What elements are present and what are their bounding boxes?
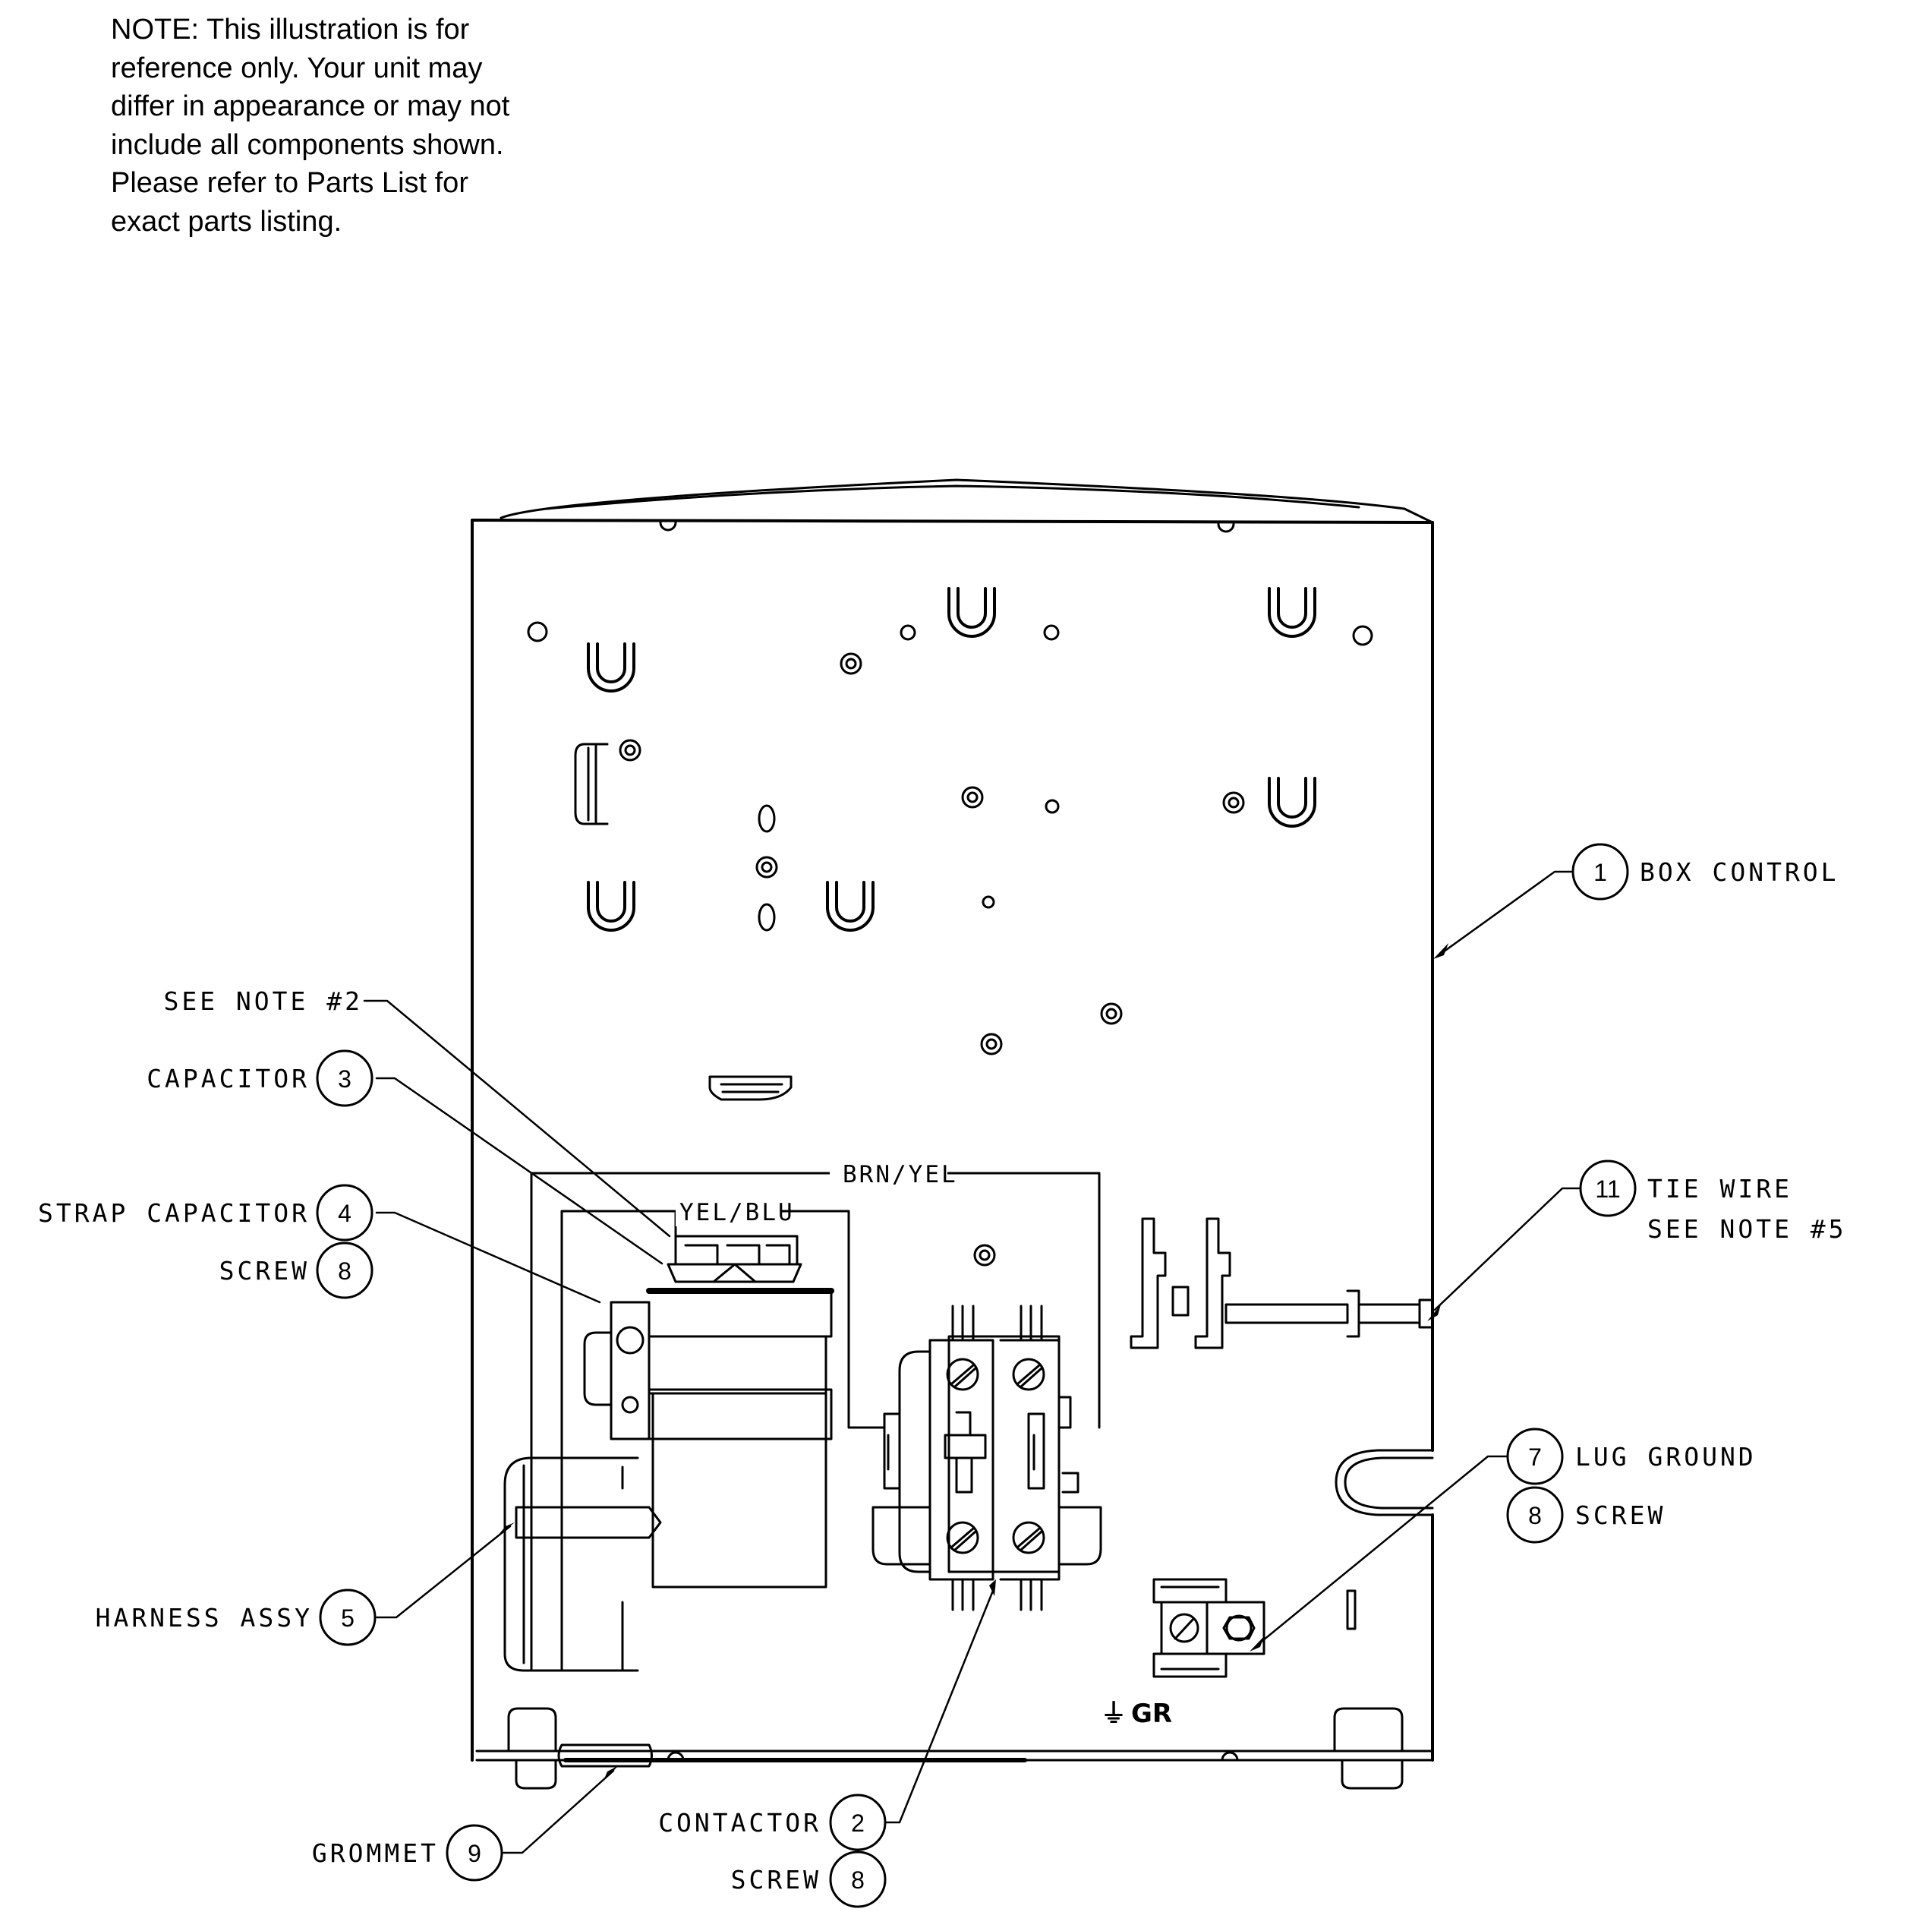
callout-number-capacitor: 3 bbox=[338, 1065, 351, 1093]
callout-label-box-control: BOX CONTROL bbox=[1640, 857, 1839, 887]
note-line: Please refer to Parts List for bbox=[111, 167, 468, 199]
control-box-outline bbox=[471, 478, 1434, 1762]
callout-number-harness-assy: 5 bbox=[341, 1604, 355, 1632]
harness-clip bbox=[503, 1456, 662, 1672]
mount-hole-icon bbox=[527, 621, 1373, 1267]
grommet bbox=[557, 1743, 653, 1768]
wire-yel-blu bbox=[560, 1210, 886, 1672]
note-line: NOTE: This illustration is for bbox=[111, 14, 470, 46]
callout-label-screw-lug: SCREW bbox=[1575, 1500, 1666, 1530]
callout-label-lug-ground: LUG GROUND bbox=[1575, 1442, 1757, 1472]
capacitor bbox=[583, 1235, 834, 1589]
side-notch bbox=[1335, 1449, 1434, 1516]
callout-number-screw-lug: 8 bbox=[1528, 1502, 1542, 1529]
wire-label-brn-yel: BRN/YEL bbox=[843, 1161, 958, 1188]
callout-label-screw-capacitor: SCREW bbox=[219, 1256, 310, 1286]
ground-symbol-icon: ⏚ bbox=[1101, 1699, 1127, 1729]
callout-number-strap-capacitor: 4 bbox=[338, 1200, 351, 1227]
terminal-screw-icon bbox=[946, 1358, 1045, 1554]
callout-number-box-control: 1 bbox=[1593, 859, 1607, 886]
callout-number-grommet: 9 bbox=[468, 1840, 481, 1867]
callout-label-screw-contactor: SCREW bbox=[731, 1865, 821, 1895]
wire-label-yel-blu: YEL/BLU bbox=[679, 1199, 795, 1226]
note-line: include all components shown. bbox=[111, 128, 504, 161]
tie-wire bbox=[1224, 1289, 1434, 1338]
u-slot-icon bbox=[587, 587, 1316, 932]
note-line: differ in appearance or may not bbox=[111, 90, 510, 122]
contactor bbox=[871, 1305, 1102, 1611]
ground-label: GR bbox=[1131, 1699, 1172, 1729]
callout-number-lug-ground: 7 bbox=[1528, 1443, 1542, 1471]
note-line: reference only. Your unit may bbox=[111, 52, 483, 84]
wire-brn-yel bbox=[530, 1172, 1101, 1672]
ground-lug bbox=[1152, 1578, 1357, 1678]
callout-number-contactor: 2 bbox=[851, 1809, 865, 1837]
callout-label-strap-capacitor: STRAP CAPACITOR bbox=[38, 1198, 310, 1228]
leader-arrowheads bbox=[498, 943, 1448, 1781]
callout-number-tie-wire: 11 bbox=[1595, 1175, 1620, 1203]
callout-label-tie-wire-note: SEE NOTE #5 bbox=[1647, 1214, 1847, 1244]
box-foot bbox=[507, 1707, 1404, 1790]
leader-lines bbox=[363, 870, 1581, 1854]
callout-label-harness-assy: HARNESS ASSY bbox=[96, 1603, 313, 1633]
callout-label-grommet: GROMMET bbox=[312, 1838, 439, 1868]
callout-number-screw-capacitor: 8 bbox=[338, 1257, 351, 1285]
callout-circles bbox=[316, 843, 1637, 1908]
callout-label-see-note-2: SEE NOTE #2 bbox=[163, 986, 363, 1016]
callout-number-screw-contactor: 8 bbox=[851, 1866, 865, 1894]
callout-label-contactor: CONTACTOR bbox=[658, 1808, 821, 1838]
terminal-bracket bbox=[1130, 1217, 1231, 1349]
note-line: exact parts listing. bbox=[111, 205, 342, 238]
callout-label-tie-wire: TIE WIRE bbox=[1647, 1174, 1792, 1204]
callout-label-capacitor: CAPACITOR bbox=[147, 1064, 310, 1093]
reference-note: NOTE: This illustration is for reference… bbox=[111, 11, 642, 241]
bracket-slot bbox=[574, 743, 793, 1101]
